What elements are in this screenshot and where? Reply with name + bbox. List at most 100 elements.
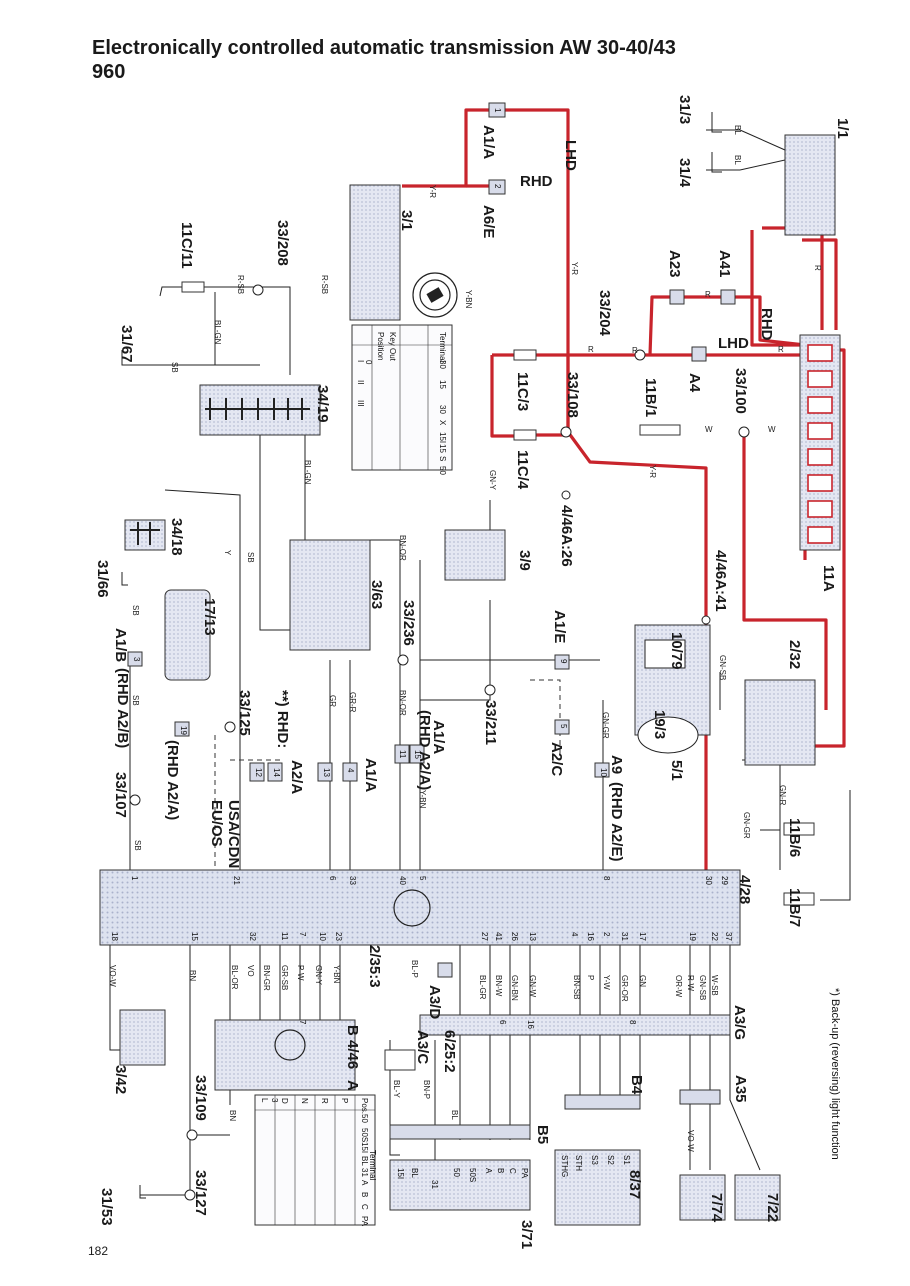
wire-label: GN-SB bbox=[718, 655, 727, 680]
title-line-1: Electronically controlled automatic tran… bbox=[92, 37, 676, 59]
power-wire bbox=[750, 230, 805, 347]
terminal-label: 50S bbox=[468, 1168, 477, 1182]
component-label: 34/19 bbox=[314, 385, 331, 423]
table-cell: B bbox=[360, 1192, 369, 1197]
connector-rhd-14 bbox=[267, 762, 283, 782]
wire-label: SB bbox=[131, 695, 140, 706]
component-label: 3/9 bbox=[516, 550, 533, 571]
component-label: 33/108 bbox=[564, 372, 581, 418]
component-label: A bbox=[344, 1080, 361, 1091]
fuse-slot bbox=[807, 448, 833, 466]
component-label: 11C/4 bbox=[514, 450, 531, 490]
wire-label: BN-SB bbox=[572, 975, 581, 999]
fuse-11c11 bbox=[181, 281, 205, 293]
wire-label: BN-OR bbox=[398, 690, 407, 716]
component-label: 11B/7 bbox=[786, 888, 803, 927]
component-label: 33/208 bbox=[274, 220, 291, 266]
wire-label: R bbox=[588, 345, 594, 354]
component-label: 31/66 bbox=[94, 560, 111, 598]
connector-number: 2 bbox=[493, 184, 502, 189]
pin-number: 23 bbox=[334, 932, 343, 941]
wire-label: GN-SB bbox=[698, 975, 707, 1000]
pin-number: 26 bbox=[510, 932, 519, 941]
wire-label: W bbox=[768, 425, 776, 434]
page-number: 182 bbox=[88, 1244, 109, 1258]
pin-number: 2 bbox=[602, 932, 611, 937]
wire-label: W bbox=[705, 425, 713, 434]
terminal-label: BL bbox=[410, 1168, 419, 1178]
component-label: A35 bbox=[732, 1075, 749, 1103]
table-grid bbox=[255, 325, 452, 1225]
table-cell: 50S bbox=[360, 1128, 369, 1142]
control-module-4-28 bbox=[99, 869, 741, 946]
wire-label: BL-GN bbox=[213, 320, 222, 345]
connector-number: 5 bbox=[559, 724, 568, 729]
power-wire bbox=[742, 430, 828, 710]
table-header: Position bbox=[376, 332, 385, 360]
terminal-label: PA bbox=[520, 1168, 529, 1179]
wire-label: SB bbox=[133, 840, 142, 851]
component-label: 33/211 bbox=[482, 700, 499, 745]
terminal-label: 50 bbox=[452, 1168, 461, 1177]
component-label: B5 bbox=[534, 1125, 551, 1144]
component-label: 19/3 bbox=[651, 710, 668, 739]
connector-a2c bbox=[554, 719, 570, 735]
switch-34-18-box bbox=[124, 519, 166, 551]
splices bbox=[129, 284, 750, 1201]
power-wire bbox=[802, 238, 838, 330]
wire-label: BN-GR bbox=[262, 965, 271, 991]
component-label: 8/37 bbox=[626, 1170, 643, 1199]
signal-wire bbox=[304, 435, 401, 870]
component-label: A6/E bbox=[480, 205, 497, 238]
component-label: 33/127 bbox=[192, 1170, 209, 1216]
key-bit bbox=[426, 287, 444, 303]
wire-label: VO bbox=[246, 965, 255, 977]
connector-a3d bbox=[437, 962, 453, 978]
component-label: A1/E bbox=[551, 610, 568, 643]
component-label: 31/67 bbox=[118, 325, 135, 363]
splice-33-208 bbox=[252, 284, 264, 296]
component-label: 2/32 bbox=[786, 640, 803, 669]
component-label: 4/46A:41 bbox=[712, 550, 729, 612]
component-label: 5/1 bbox=[668, 760, 685, 781]
component-label: 3/42 bbox=[112, 1065, 129, 1094]
splice-33-236 bbox=[397, 654, 409, 666]
wire-label: LHD bbox=[718, 335, 749, 352]
terminal-label: B bbox=[496, 1168, 505, 1173]
component-label: A1/A bbox=[362, 758, 379, 792]
page-title: Electronically controlled automatic tran… bbox=[92, 36, 676, 84]
table-cell: N bbox=[300, 1098, 309, 1104]
signal-wire bbox=[389, 1040, 400, 1156]
pin-number: 21 bbox=[232, 876, 241, 885]
connector-a3-g bbox=[419, 1014, 731, 1036]
table-cell: 50 bbox=[360, 1114, 369, 1123]
wire-label: P bbox=[586, 975, 595, 980]
relay-2-32-box bbox=[744, 679, 816, 766]
connector-number: 13 bbox=[322, 768, 331, 777]
component-label: EU/OS bbox=[208, 800, 225, 847]
component-label: **) RHD: bbox=[274, 690, 291, 748]
component-label: 3/1 bbox=[398, 210, 415, 231]
component-label: 31/53 bbox=[98, 1188, 115, 1226]
component-label: A3/D bbox=[426, 985, 443, 1019]
component-label: 3/71 bbox=[518, 1220, 535, 1249]
connector-a1a-19 bbox=[174, 721, 190, 737]
pin-number: 40 bbox=[398, 876, 407, 885]
table-cell: 30 bbox=[438, 360, 447, 369]
connector-a1a-13 bbox=[342, 762, 358, 782]
wire-label: Y-R bbox=[570, 262, 579, 275]
wire-label: R bbox=[813, 265, 822, 271]
connector-a41 bbox=[720, 289, 736, 305]
power-wire bbox=[648, 295, 676, 356]
splice-33-108 bbox=[560, 426, 572, 438]
component-label: B4 bbox=[628, 1075, 645, 1095]
table-cell: L bbox=[260, 1098, 269, 1103]
transistor-icon bbox=[274, 1029, 306, 1061]
table-cell: R bbox=[320, 1098, 329, 1104]
range-table: Terminal Pos. P R N D 3 L 50 50S 15I BL … bbox=[260, 1098, 377, 1227]
wire-label: OR-W bbox=[674, 975, 683, 998]
terminal-label: S3 bbox=[590, 1155, 599, 1165]
terminal-4-46a-41 bbox=[701, 615, 711, 625]
component-label: A23 bbox=[666, 250, 683, 278]
module-pin-numbers: 29 30 8 5 40 33 6 21 1 37 22 19 17 31 2 … bbox=[110, 876, 733, 941]
